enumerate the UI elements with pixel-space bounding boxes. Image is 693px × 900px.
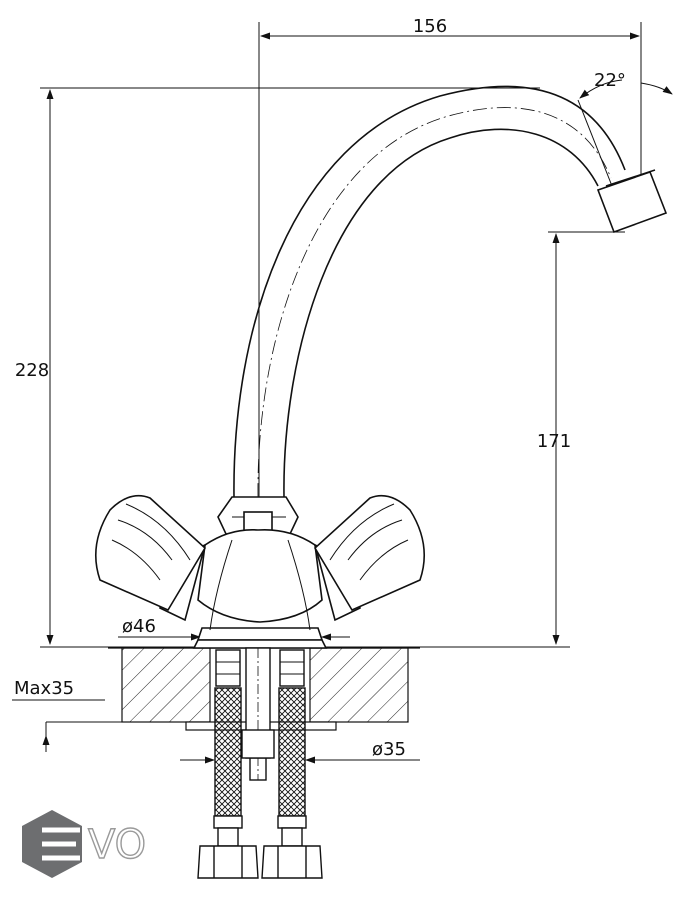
dim-label-angle: 22° <box>594 70 626 91</box>
faucet-body <box>192 528 328 649</box>
angle-arc-left <box>579 79 623 99</box>
angle-arc-right <box>640 82 673 95</box>
mounting-stud <box>241 647 275 781</box>
right-supply-hose <box>261 649 323 879</box>
mounting-surface <box>108 647 420 731</box>
left-handle <box>94 494 207 622</box>
dim-label-hole-diameter: ø35 <box>372 739 406 760</box>
spout-nut <box>217 496 299 535</box>
spout-aerator <box>596 170 668 234</box>
dim-label-spout-height: 171 <box>537 431 571 452</box>
spout-outer-edge <box>233 85 626 498</box>
angle-reference-line <box>577 99 613 187</box>
logo-e-icon <box>42 827 80 861</box>
evo-logo: VO <box>22 810 147 878</box>
dim-label-max-mount: Max35 <box>14 678 74 699</box>
dim-label-base-diameter: ø46 <box>122 616 156 637</box>
logo-text: VO <box>88 822 146 868</box>
dim-label-width: 156 <box>413 16 447 37</box>
spout <box>233 85 668 498</box>
spout-centerline <box>257 107 612 498</box>
spout-inner-edge <box>283 128 599 498</box>
dim-label-total-height: 228 <box>15 360 49 381</box>
right-handle <box>313 494 426 622</box>
left-supply-hose <box>197 649 259 879</box>
